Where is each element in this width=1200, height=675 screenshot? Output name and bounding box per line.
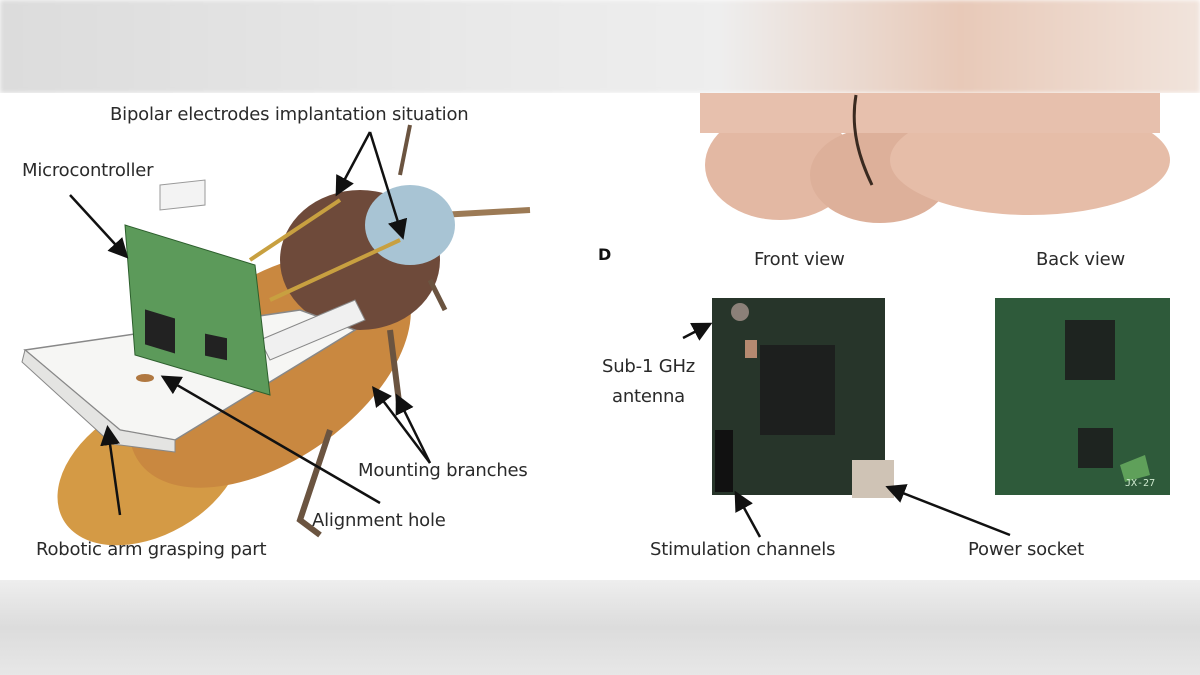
label-mounting-branches: Mounting branches	[358, 460, 528, 481]
label-alignment-hole: Alignment hole	[312, 510, 446, 531]
panel-letter: D	[598, 245, 612, 264]
label-back-view: Back view	[1036, 249, 1126, 270]
finger-photo	[700, 93, 1170, 223]
front-board-photo	[712, 298, 894, 498]
board-marking: JX-27	[1125, 478, 1156, 489]
label-bipolar-electrodes: Bipolar electrodes implantation situatio…	[110, 104, 469, 125]
cockroach-illustration	[21, 124, 531, 546]
back-board-photo	[995, 298, 1170, 495]
annotation-arrows	[69, 131, 1011, 538]
label-microcontroller: Microcontroller	[22, 160, 154, 181]
blurred-top-band	[0, 0, 1200, 93]
label-front-view: Front view	[754, 249, 845, 270]
label-antenna-line1: Sub-1 GHz	[602, 356, 696, 377]
blurred-bottom-band	[0, 580, 1200, 675]
label-robotic-arm: Robotic arm grasping part	[36, 539, 267, 560]
label-stimulation-channels: Stimulation channels	[650, 539, 836, 560]
label-power-socket: Power socket	[968, 539, 1084, 560]
label-antenna-line2: antenna	[612, 386, 686, 407]
